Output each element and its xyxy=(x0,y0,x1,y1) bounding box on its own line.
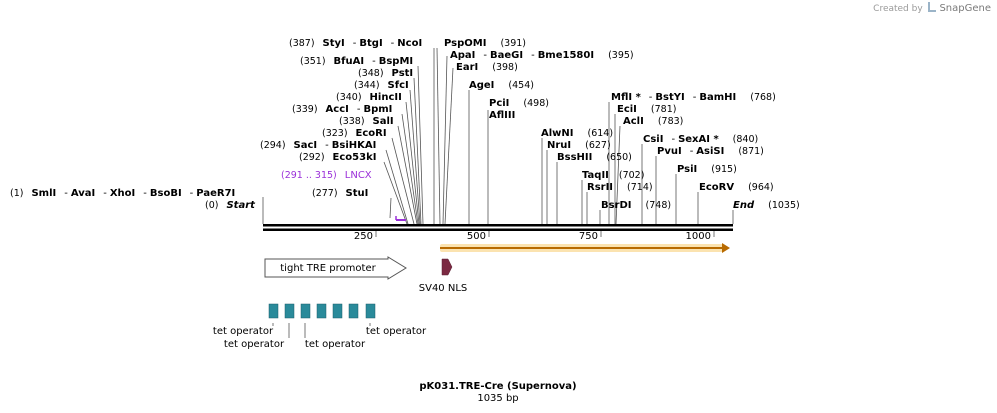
tick-250: 250 xyxy=(354,231,373,242)
tet-operators: tet operator tet operator tet operator t… xyxy=(213,303,427,350)
primer-lncx[interactable] xyxy=(395,216,406,221)
enzyme-smli[interactable]: (1)SmlI-AvaI-XhoI-BsoBI-PaeR7I xyxy=(10,188,235,199)
tet-operator-label: tet operator xyxy=(224,339,285,350)
tet-operator-label: tet operator xyxy=(213,326,274,337)
enzyme-bsshii[interactable]: BssHII(650) xyxy=(557,152,632,163)
enzyme-eari[interactable]: EarI(398) xyxy=(456,62,518,73)
enzyme-acli[interactable]: AclI(783) xyxy=(623,116,683,127)
leader-lines xyxy=(262,47,734,225)
snapgene-watermark: Created by SnapGene xyxy=(873,2,991,14)
tet-operator-box[interactable] xyxy=(284,303,295,319)
tet-operator-label: tet operator xyxy=(366,326,427,337)
sequence-end: End(1035) xyxy=(733,200,800,211)
enzyme-afliii[interactable]: AflIII xyxy=(489,110,515,121)
enzyme-ecii[interactable]: EciI(781) xyxy=(617,104,676,115)
nls-label: SV40 NLS xyxy=(419,283,468,294)
enzyme-rsrii[interactable]: RsrII(714) xyxy=(587,182,653,193)
map-title: pK031.TRE-Cre (Supernova) 1035 bp xyxy=(419,381,576,404)
enzyme-pcii[interactable]: PciI(498) xyxy=(489,98,549,109)
enzyme-acci[interactable]: (339)AccI-BpmI xyxy=(292,104,392,115)
enzyme-taqii[interactable]: TaqII(702) xyxy=(582,170,644,181)
sequence-backbone xyxy=(263,224,733,231)
snapgene-logo-icon xyxy=(927,2,936,12)
nls-feature[interactable]: SV40 NLS xyxy=(419,258,468,294)
tet-operator-box[interactable] xyxy=(365,303,376,319)
enzyme-eco53ki[interactable]: (292)Eco53kI xyxy=(299,152,376,163)
tet-operator-box[interactable] xyxy=(268,303,279,319)
tet-operator-label: tet operator xyxy=(305,339,366,350)
brand-text: SnapGene xyxy=(939,3,991,14)
enzyme-pvui[interactable]: PvuI-AsiSI(871) xyxy=(657,146,764,157)
enzyme-csii[interactable]: CsiI-SexAI *(840) xyxy=(643,134,758,145)
enzyme-bsrdi[interactable]: BsrDI(748) xyxy=(601,200,671,211)
enzyme-ecorv[interactable]: EcoRV(964) xyxy=(699,182,774,193)
plasmid-name: pK031.TRE-Cre (Supernova) xyxy=(419,381,576,392)
enzyme-agei[interactable]: AgeI(454) xyxy=(469,80,534,91)
enzyme-alwni[interactable]: AlwNI(614) xyxy=(541,128,613,139)
enzyme-pspomi[interactable]: PspOMI(391) xyxy=(444,38,526,49)
tick-750: 750 xyxy=(579,231,598,242)
tick-500: 500 xyxy=(467,231,486,242)
sequence-start: (0)Start xyxy=(205,200,256,211)
tet-operator-box[interactable] xyxy=(348,303,359,319)
orf-arrow[interactable] xyxy=(440,243,730,253)
enzyme-mfli[interactable]: MflI *-BstYI-BamHI(768) xyxy=(611,92,776,103)
promoter-feature[interactable]: tight TRE promoter xyxy=(264,256,407,280)
enzyme-stui[interactable]: (277)StuI xyxy=(312,188,368,199)
created-by-text: Created by xyxy=(873,4,923,14)
enzyme-bfuai[interactable]: (351)BfuAI-BspMI xyxy=(300,56,413,67)
plasmid-length: 1035 bp xyxy=(477,393,518,404)
ruler: 250 500 750 1000 xyxy=(354,231,715,242)
tet-operator-box[interactable] xyxy=(316,303,327,319)
tet-operator-box[interactable] xyxy=(332,303,343,319)
enzyme-labels: (1)SmlI-AvaI-XhoI-BsoBI-PaeR7I (0)Start … xyxy=(10,38,800,211)
enzyme-sfci[interactable]: (344)SfcI xyxy=(354,80,409,91)
enzyme-hincii[interactable]: (340)HincII xyxy=(336,92,402,103)
enzyme-apai[interactable]: ApaI-BaeGI-Bme1580I(395) xyxy=(450,50,634,61)
enzyme-nrui[interactable]: NruI(627) xyxy=(547,140,611,151)
enzyme-styi[interactable]: (387)StyI-BtgI-NcoI xyxy=(289,38,422,49)
enzyme-psii[interactable]: PsiI(915) xyxy=(677,164,737,175)
primer-lncx-label[interactable]: (291 .. 315)LNCX xyxy=(281,170,372,181)
enzyme-saci[interactable]: (294)SacI-BsiHKAI xyxy=(260,140,376,151)
enzyme-psti[interactable]: (348)PstI xyxy=(358,68,413,79)
tet-operator-box[interactable] xyxy=(300,303,311,319)
tick-1000: 1000 xyxy=(686,231,711,242)
enzyme-sali[interactable]: (338)SalI xyxy=(339,116,394,127)
promoter-label: tight TRE promoter xyxy=(280,263,376,274)
enzyme-ecori[interactable]: (323)EcoRI xyxy=(322,128,387,139)
